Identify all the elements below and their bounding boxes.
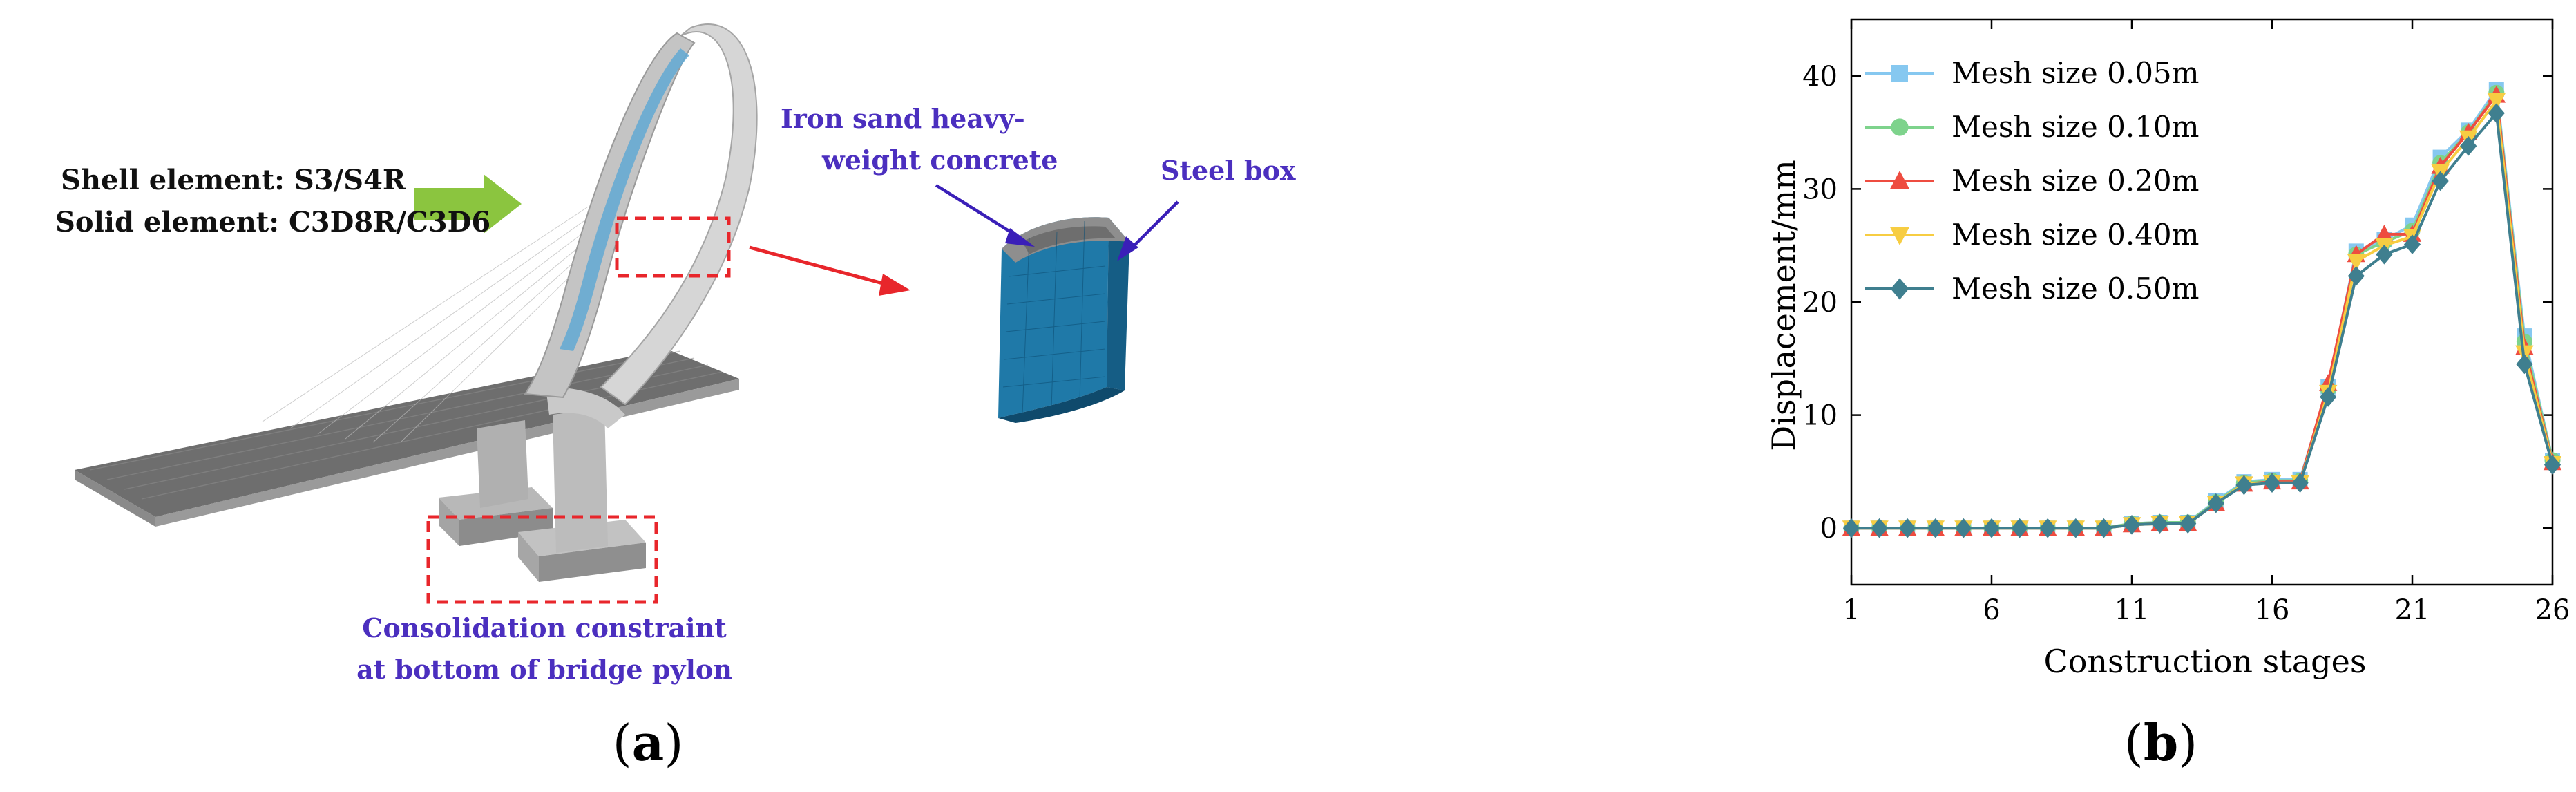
x-tick-label: 26 [2535,594,2570,626]
series-3-point [2375,225,2394,242]
series-5-point [1899,518,1916,538]
series-5-point [2011,518,2028,538]
series-5-point [1955,518,1972,538]
series-5-point [2095,518,2112,538]
legend-marker [1889,171,1910,189]
iron-sand-label-line1: Iron sand heavy- [781,103,1025,134]
x-axis-label: Construction stages [2044,643,2367,680]
legend-label: Mesh size 0.40m [1952,218,2199,252]
steel-box-section [998,217,1129,423]
y-tick-label: 0 [1820,513,1838,545]
panel-a-letter: a [632,713,665,772]
panel-b-letter: b [2144,713,2178,772]
x-tick-label: 1 [1842,594,1860,626]
series-4-point [2487,93,2506,111]
series-5-point [2207,493,2224,513]
series-4-point [2347,254,2365,271]
y-tick-label: 20 [1802,287,1838,319]
series-5-point [2544,455,2561,475]
legend-marker [1891,65,1908,82]
legend-label: Mesh size 0.20m [1952,164,2199,198]
x-tick-label: 21 [2395,594,2430,626]
series-5-point [2488,103,2505,124]
legend-marker [1891,118,1909,136]
blue-arrow-icon [1117,236,1138,261]
series-5-point [1983,518,2001,538]
constraint-label-line2: at bottom of bridge pylon [356,654,732,685]
pier-column-left [477,420,528,508]
series-5-point [2516,354,2533,375]
shell-element-label: Shell element: S3/S4R [61,164,406,196]
legend-label: Mesh size 0.05m [1952,56,2199,90]
y-tick-label: 40 [1802,61,1838,93]
y-axis-label: Displacement/mm [1765,160,1802,451]
series-5-point [2320,387,2337,407]
legend-label: Mesh size 0.50m [1952,272,2199,305]
legend-marker [1889,227,1910,245]
series-5-point [2432,171,2449,191]
pier-haunch [546,387,625,428]
series-5-point [2179,513,2197,534]
panel-a-label: (a) [613,713,684,772]
blue-arrow-icon [1005,228,1035,247]
series-5-point [1842,518,1860,538]
bridge-deck-edge [75,470,155,527]
series-5-point [2151,513,2168,534]
x-tick-label: 16 [2255,594,2290,626]
series-5-point [2067,518,2084,538]
series-5-point [2376,244,2393,265]
series-5-point [2039,518,2057,538]
series-5-point [2123,514,2141,535]
legend-label: Mesh size 0.10m [1952,110,2199,144]
steel-box-label: Steel box [1161,155,1296,186]
x-tick-label: 6 [1983,594,2000,626]
legend-marker [1890,278,1909,300]
pylon-arch-back [600,23,758,406]
green-arrow-icon [414,174,522,234]
panel-a: Shell element: S3/S4R Solid element: C3D… [55,23,1296,772]
x-tick-label: 11 [2115,594,2150,626]
panel-b-label: (b) [2124,713,2198,772]
series-5-point [2291,473,2309,493]
series-5-point [2403,234,2421,254]
y-tick-label: 30 [1802,173,1838,205]
iron-sand-label-line2: weight concrete [821,144,1058,176]
series-5-point [2347,266,2365,286]
pier-column-right [553,408,608,553]
stay-cables [262,207,588,443]
solid-element-label: Solid element: C3D8R/C3D6 [55,206,490,238]
series-5-point [2460,135,2477,156]
red-arrow-icon [879,274,910,296]
y-tick-label: 10 [1802,400,1838,432]
pylon-shell-blue [560,48,689,351]
base-dashed-box [426,515,658,604]
series-5-point [2235,475,2253,496]
series-5-point [2263,473,2281,493]
pylon-section-dashed-box [615,216,731,278]
series-5-point [1871,518,1888,538]
constraint-label-line1: Consolidation constraint [362,612,727,643]
series-5-point [1927,518,1944,538]
